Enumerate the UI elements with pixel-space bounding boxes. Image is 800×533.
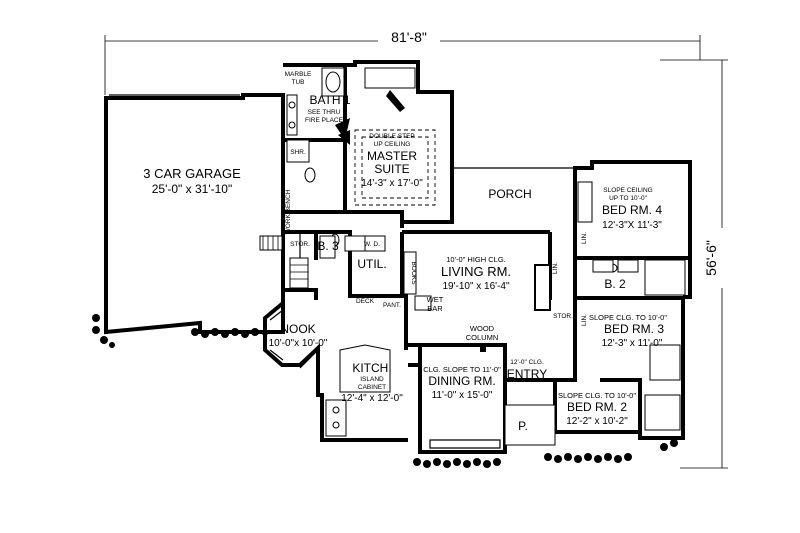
bed4-note-2: UP TO 10'-0": [609, 195, 648, 202]
master-note-2: UP CEILING: [374, 141, 411, 148]
room-entry: 12'-0" CLG. ENTRY: [507, 359, 547, 381]
garage-size: 25'-0" x 31'-10": [152, 182, 232, 196]
room-bed2: SLOPE CLG. TO 10'-0" BED RM. 2 12'-2" x …: [558, 391, 636, 427]
marble-tub-label-2: TUB: [292, 79, 305, 86]
lin-label-hall: LIN.: [552, 262, 559, 274]
landscape-shrubs: [92, 314, 678, 468]
util-name: UTIL.: [357, 257, 386, 271]
bed2-size: 12'-2" x 10'-2": [566, 416, 628, 427]
master-size: 14'-3" x 17'-0": [361, 178, 423, 189]
bed3-name: BED RM. 3: [604, 322, 664, 336]
overall-depth-label: 56'-6": [703, 240, 719, 276]
room-master-bath: MARBLE TUB BATH 1 SEE THRU FIRE PLACE SH…: [285, 71, 351, 156]
entry-name: ENTRY: [507, 367, 547, 381]
room-bed4: SLOPE CEILING UP TO 10'-0" BED RM. 4 12'…: [602, 187, 662, 231]
kitchen-note-1: ISLAND: [360, 376, 384, 383]
living-name: LIVING RM.: [441, 264, 511, 279]
wet-bar-label-2: BAR: [427, 304, 443, 313]
lin-label-bath2: LIN.: [581, 232, 588, 244]
bed4-name: BED RM. 4: [602, 203, 662, 217]
bed2-note: SLOPE CLG. TO 10'-0": [558, 391, 636, 400]
work-bench-label: WORK BENCH: [285, 189, 292, 234]
books-label: BOOKS: [410, 261, 417, 285]
room-nook: NOOK 10'-0"x 10'-0": [269, 322, 328, 349]
bath1-note-2: FIRE PLACE: [305, 117, 344, 124]
porch-name: PORCH: [488, 187, 531, 201]
master-name-1: MASTER: [367, 149, 417, 163]
bed3-size: 12'-3" x 11'-0": [602, 338, 663, 349]
bath1-name: BATH 1: [309, 93, 350, 107]
room-living: 10'-0" HIGH CLG. LIVING RM. 19'-10" x 16…: [441, 255, 511, 292]
master-note-1: DOUBLE STEP: [369, 133, 415, 140]
bed4-size: 12'-3"X 11'-3": [602, 220, 662, 231]
bath1-note-1: SEE THRU: [308, 109, 341, 116]
bath2-name: B. 2: [604, 277, 626, 291]
stor-label-bath3: STOR.: [290, 241, 310, 248]
bed4-note-1: SLOPE CEILING: [603, 187, 653, 194]
pantry-label: PANT.: [383, 302, 401, 309]
overall-width-dimension: 81'-8": [104, 28, 701, 95]
room-bath3: STOR. B. 3 W. D.: [290, 239, 380, 253]
lin-label-bed3: LIN.: [581, 314, 588, 326]
room-master-suite: DOUBLE STEP UP CEILING MASTER SUITE 14'-…: [361, 133, 423, 189]
entry-note: 12'-0" CLG.: [510, 359, 544, 366]
room-kitchen: KITCH. ISLAND CABINET 12'-4" x 12'-0": [341, 361, 403, 404]
kitchen-note-2: CABINET: [358, 384, 386, 391]
bed2-name: BED RM. 2: [567, 400, 627, 414]
wet-bar-label-1: WET: [427, 295, 444, 304]
misc-labels: WET BAR WOOD COLUMN DECK PANT. BOOKS WOR…: [285, 189, 588, 433]
porch-stoop-label: P.: [518, 419, 528, 433]
bath3-name: B. 3: [317, 239, 339, 253]
nook-name: NOOK: [280, 322, 315, 336]
kitchen-name: KITCH.: [352, 361, 391, 375]
shower-label: SHR.: [290, 149, 306, 156]
dining-size: 11'-0" x 15'-0": [432, 390, 493, 401]
room-dining: CLG. SLOPE TO 11'-0" DINING RM. 11'-0" x…: [423, 365, 501, 401]
dining-note: CLG. SLOPE TO 11'-0": [423, 365, 501, 374]
nook-size: 10'-0"x 10'-0": [269, 338, 328, 349]
room-porch: PORCH: [488, 187, 531, 201]
washer-dryer-label: W. D.: [364, 241, 380, 248]
room-bath2: B. 2 LIN.: [581, 232, 626, 291]
living-size: 19'-10" x 16'-4": [442, 281, 510, 292]
room-garage: 3 CAR GARAGE 25'-0" x 31'-10": [143, 166, 241, 196]
marble-tub-label-1: MARBLE: [285, 71, 312, 78]
deck-label: DECK: [356, 298, 375, 305]
fixtures: [109, 67, 686, 449]
dining-name: DINING RM.: [428, 374, 495, 388]
overall-depth-dimension: 56'-6": [660, 59, 728, 469]
stor-label-living: STOR.: [553, 313, 573, 320]
wood-column-label-2: COLUMN: [466, 333, 499, 342]
garage-name: 3 CAR GARAGE: [143, 166, 241, 181]
bed3-note: SLOPE CLG. TO 10'-0": [589, 313, 667, 322]
overall-width-label: 81'-8": [391, 29, 427, 45]
kitchen-size: 12'-4" x 12'-0": [341, 393, 403, 404]
living-note: 10'-0" HIGH CLG.: [446, 255, 506, 264]
room-bed3: SLOPE CLG. TO 10'-0" BED RM. 3 12'-3" x …: [589, 313, 667, 349]
room-utility: UTIL.: [357, 257, 386, 271]
master-name-2: SUITE: [374, 162, 409, 176]
wood-column-label-1: WOOD: [470, 324, 495, 333]
